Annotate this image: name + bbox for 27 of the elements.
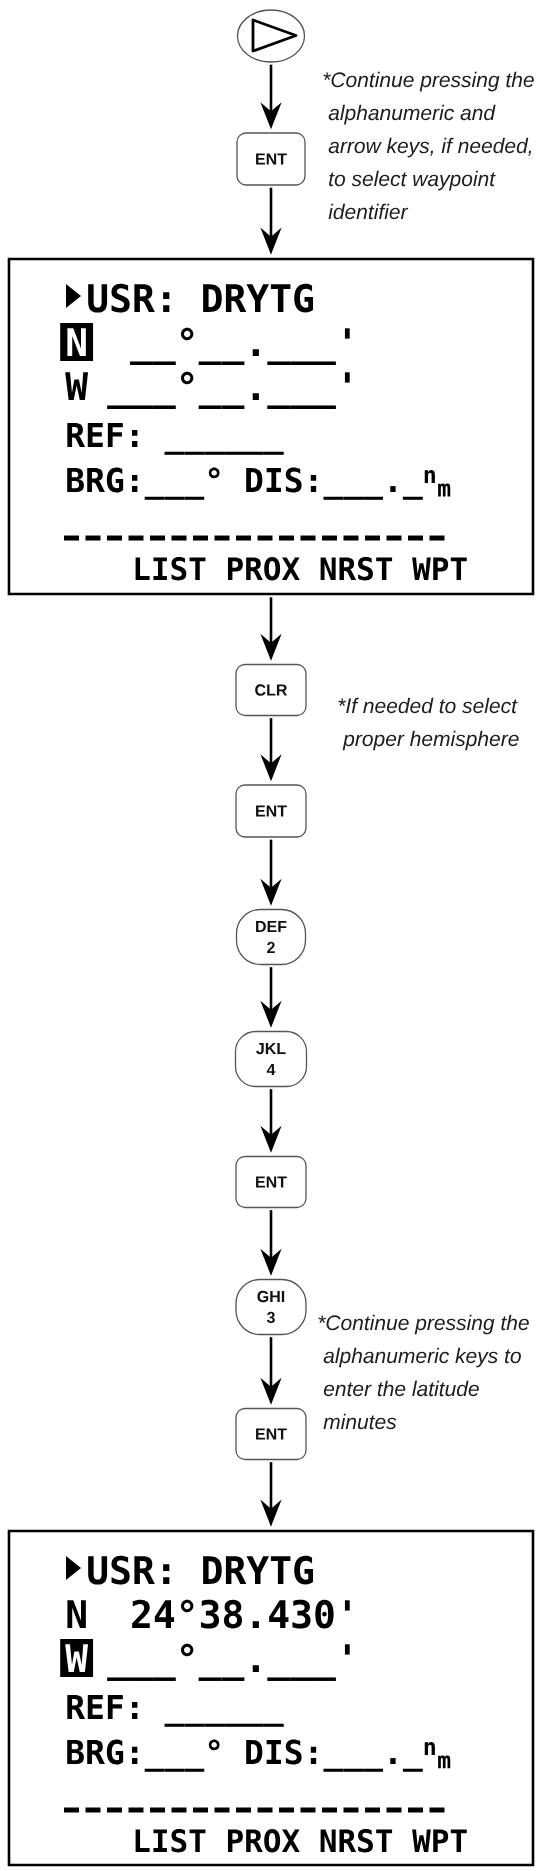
screen-text: __°__.___': [130, 327, 350, 365]
highlighted-letter: W: [60, 1639, 94, 1677]
screen-text: ___°__.___': [107, 371, 350, 409]
key-button: ENT: [235, 1407, 307, 1461]
note-text: *Continue pressing the alphanumeric keys to enter the latitude minutes: [318, 1314, 529, 1430]
key-button: DEF 2: [235, 908, 307, 966]
note-text: *Continue pressing the alphanumeric and arrow keys, if needed, to select waypoint identifier: [323, 71, 534, 220]
note-text: *If needed to select proper hemisphere: [338, 697, 519, 751]
menu-text: LIST PROX NRST WPT: [135, 557, 467, 581]
key-button: ENT: [236, 132, 306, 186]
screen-text: REF: ______: [67, 422, 284, 455]
key-button: GHI 3: [235, 1278, 307, 1336]
screen-text: BRG:___° DIS:___._$^{n}$$_{m}$: [67, 467, 451, 500]
highlighted-letter: N: [60, 323, 94, 361]
screen-text: 24°38.430': [132, 1599, 350, 1629]
key-button: ENT: [235, 784, 307, 838]
screen-text: ___°__.___': [107, 1643, 350, 1681]
menu-text: LIST PROX NRST WPT: [135, 1829, 467, 1853]
screen-text: N: [67, 1600, 86, 1628]
screen-text: BRG:___° DIS:___._$^{n}$$_{m}$: [67, 1739, 451, 1772]
key-button: JKL 4: [234, 1030, 308, 1088]
screen-text: REF: ______: [67, 1694, 284, 1727]
key-button: ENT: [235, 1155, 307, 1209]
screen-text: USR: DRYTG: [88, 283, 314, 313]
screen-text: W: [65, 372, 89, 400]
key-button: CLR: [235, 663, 307, 717]
screen-text: USR: DRYTG: [88, 1555, 314, 1585]
